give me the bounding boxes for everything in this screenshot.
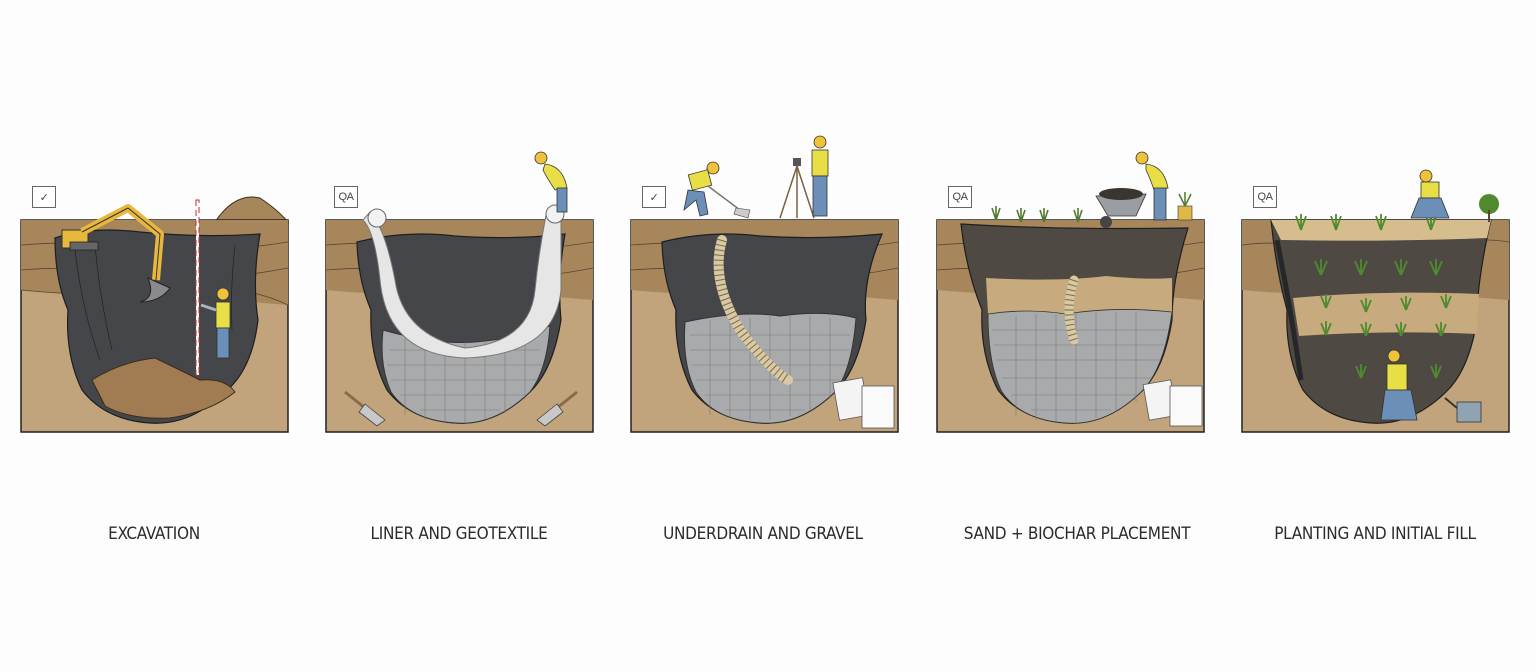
liner-edge xyxy=(1274,239,1304,381)
worker xyxy=(811,135,829,217)
step-panel-sand-biochar: QA xyxy=(936,130,1206,435)
seedlings xyxy=(991,206,1083,223)
caption-sand-biochar: SAND + BIOCHAR PLACEMENT xyxy=(963,524,1191,544)
caption-planting: PLANTING AND INITIAL FILL xyxy=(1274,524,1476,544)
qa-badge: QA xyxy=(948,186,972,208)
caption-underdrain-gravel: UNDERDRAIN AND GRAVEL xyxy=(663,524,863,544)
excavator xyxy=(61,204,171,303)
geotextile-roll-left xyxy=(367,208,387,228)
check-badge: ✓ xyxy=(32,186,56,208)
step-panel-excavation: ✓ xyxy=(20,130,290,435)
step-panel-planting: QA xyxy=(1241,130,1511,435)
check-icon: ✓ xyxy=(649,191,659,204)
material-bags xyxy=(832,377,895,429)
check-badge: ✓ xyxy=(642,186,666,208)
survey-rod xyxy=(195,199,200,376)
potted-plant xyxy=(1177,192,1193,221)
underdrain-gravel-illustration xyxy=(630,135,899,433)
qa-badge: QA xyxy=(334,186,358,208)
caption-excavation: EXCAVATION xyxy=(108,524,200,544)
sand-biochar-illustration xyxy=(936,151,1205,433)
step-panel-underdrain-gravel: ✓ xyxy=(630,130,900,435)
mulch-layer xyxy=(1271,220,1491,241)
worker-inside-pit xyxy=(1380,349,1418,421)
worker xyxy=(534,151,568,213)
step-panel-liner-geotextile: QA xyxy=(325,130,595,435)
surveyor-tripod xyxy=(779,158,815,219)
wheelbarrow xyxy=(1095,188,1147,228)
kneeling-worker xyxy=(1410,169,1450,219)
kneeling-worker xyxy=(683,161,751,219)
liner-geotextile-illustration xyxy=(325,151,594,433)
planting-illustration xyxy=(1241,169,1510,433)
trowel-icon xyxy=(344,390,386,427)
material-bags xyxy=(1142,379,1203,427)
spoil-pile xyxy=(91,357,236,419)
check-icon: ✓ xyxy=(39,191,49,204)
watering-can-icon xyxy=(1444,397,1482,423)
dirt-mound xyxy=(214,196,290,223)
trowel-icon xyxy=(536,390,578,427)
shrub xyxy=(1479,194,1499,222)
caption-liner-geotextile: LINER AND GEOTEXTILE xyxy=(370,524,548,544)
sand-layer xyxy=(1293,292,1479,336)
qa-badge: QA xyxy=(1253,186,1277,208)
worker xyxy=(200,287,231,359)
worker xyxy=(1135,151,1169,221)
underdrain-pipe xyxy=(713,235,793,385)
sand-layer xyxy=(986,276,1172,316)
excavation-illustration xyxy=(20,196,290,433)
